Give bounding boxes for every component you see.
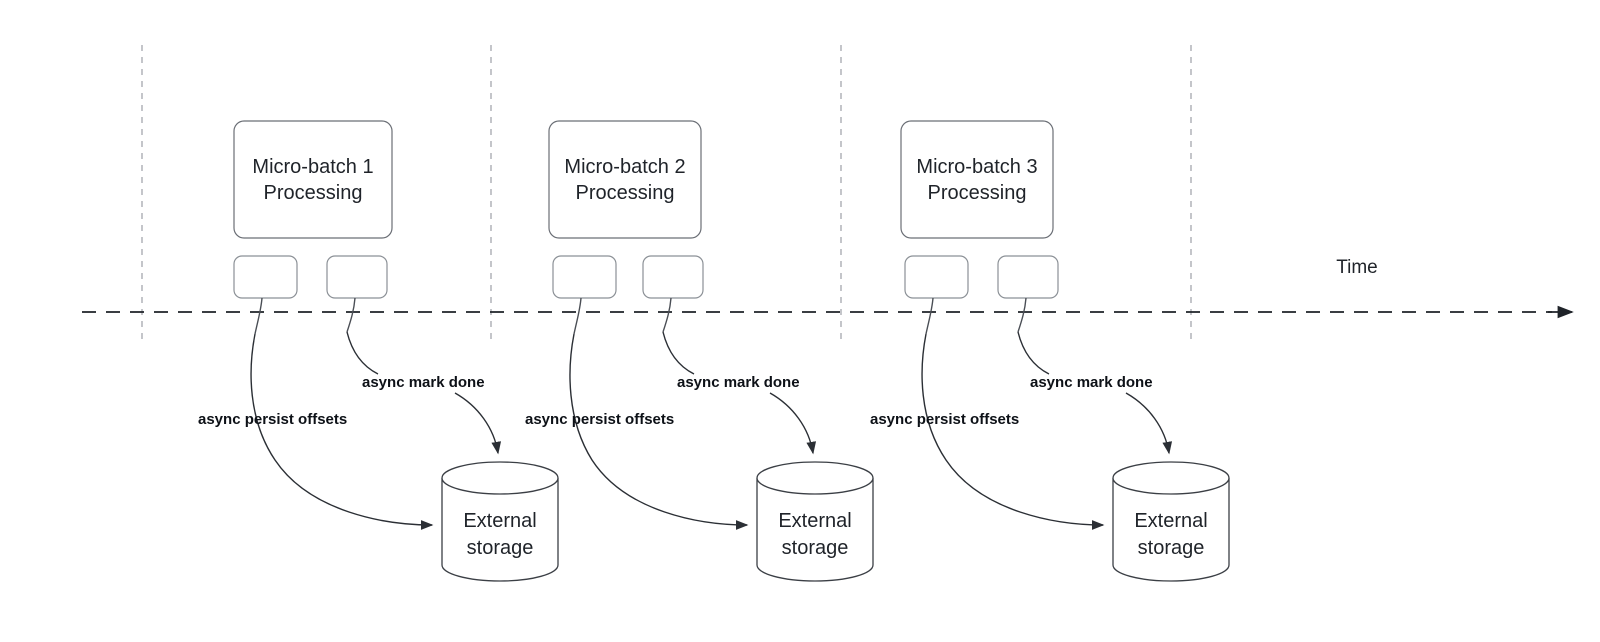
micro-batch-3-label-line1: Micro-batch 3 — [916, 156, 1037, 178]
micro-batch-1-box[interactable] — [233, 120, 393, 239]
group-3: Micro-batch 3 Processing External storag… — [870, 120, 1230, 582]
micro-batch-3-stub-a — [925, 297, 934, 335]
micro-batch-2-task-box-a[interactable] — [552, 255, 617, 299]
vertical-guides — [141, 45, 1192, 345]
external-storage-2-label-line1: External — [778, 510, 851, 532]
group-1: Micro-batch 1 Processing External storag… — [198, 120, 559, 582]
edge-label-async-persist-offsets-2: async persist offsets — [525, 411, 674, 428]
time-axis-label: Time — [1336, 257, 1378, 278]
edge-label-async-mark-done-3: async mark done — [1030, 374, 1153, 391]
external-storage-2-label-line2: storage — [782, 537, 849, 559]
micro-batch-1-task-box-a[interactable] — [233, 255, 298, 299]
edge-label-async-persist-offsets-1: async persist offsets — [198, 411, 347, 428]
micro-batch-3-stub-b — [1017, 297, 1027, 333]
micro-batch-1-stub-b — [346, 297, 356, 333]
micro-batch-3-task-box-b[interactable] — [997, 255, 1059, 299]
micro-batch-2-box[interactable] — [548, 120, 702, 239]
edge-async-mark-done-1 — [346, 331, 379, 375]
edge-label-async-persist-offsets-3: async persist offsets — [870, 411, 1019, 428]
external-storage-1-label-line1: External — [463, 510, 536, 532]
edge-async-persist-offsets-1 — [250, 333, 434, 530]
time-axis: Time — [82, 257, 1574, 319]
edge-label-async-mark-done-1: async mark done — [362, 374, 485, 391]
micro-batch-3-label-line2: Processing — [928, 182, 1027, 204]
external-storage-3-label-line1: External — [1134, 510, 1207, 532]
external-storage-1[interactable]: External storage — [441, 461, 559, 582]
micro-batch-2-task-box-b[interactable] — [642, 255, 704, 299]
external-storage-3-label-line2: storage — [1138, 537, 1205, 559]
micro-batch-2-label-line2: Processing — [576, 182, 675, 204]
external-storage-1-label-line2: storage — [467, 537, 534, 559]
micro-batch-3-task-box-a[interactable] — [904, 255, 969, 299]
micro-batch-1-stub-a — [254, 297, 263, 335]
edge-async-persist-offsets-2 — [569, 333, 749, 530]
micro-batch-1-label-line1: Micro-batch 1 — [252, 156, 373, 178]
edge-async-mark-done-3-tail — [1125, 392, 1173, 455]
edge-async-mark-done-2-tail — [769, 392, 817, 455]
edge-async-persist-offsets-3 — [921, 333, 1105, 530]
micro-batch-1-label-line2: Processing — [264, 182, 363, 204]
micro-batch-3-box[interactable] — [900, 120, 1054, 239]
external-storage-3[interactable]: External storage — [1112, 461, 1230, 582]
micro-batch-2-stub-a — [573, 297, 582, 335]
micro-batch-2-stub-b — [662, 297, 672, 333]
group-2: Micro-batch 2 Processing External storag… — [525, 120, 874, 582]
external-storage-2[interactable]: External storage — [756, 461, 874, 582]
micro-batch-1-task-box-b[interactable] — [326, 255, 388, 299]
edge-async-mark-done-3 — [1017, 331, 1050, 375]
edge-label-async-mark-done-2: async mark done — [677, 374, 800, 391]
edge-async-mark-done-1-tail — [454, 392, 502, 455]
edge-async-mark-done-2 — [662, 331, 695, 375]
micro-batch-2-label-line1: Micro-batch 2 — [564, 156, 685, 178]
